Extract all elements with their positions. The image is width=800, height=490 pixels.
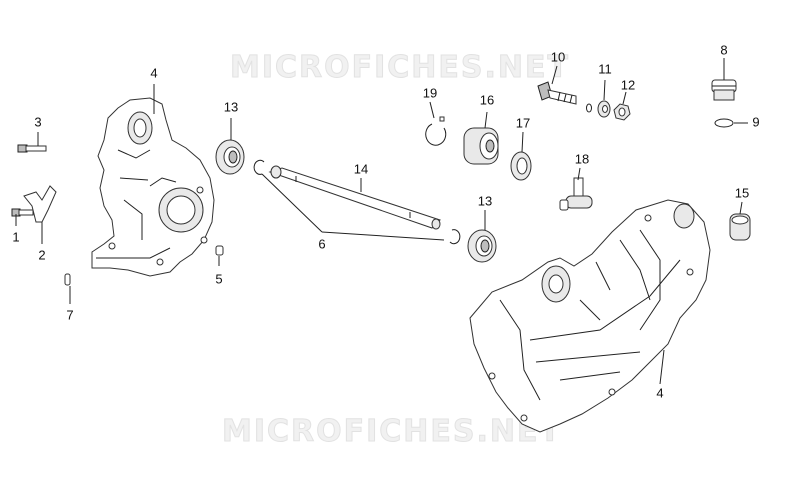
part-3-stud — [17, 144, 47, 153]
part-14-shaft — [268, 165, 441, 230]
callout-14: 14 — [354, 161, 368, 176]
part-13-bearing-upper — [215, 139, 245, 175]
part-6-circlips — [253, 159, 461, 245]
part-7-pin — [64, 273, 71, 286]
right-crankcase-half — [469, 199, 711, 433]
part-15-bushing — [729, 213, 751, 241]
part-13-bearing-lower — [467, 229, 497, 263]
callout-12: 12 — [621, 77, 635, 92]
callout-17: 17 — [516, 115, 530, 130]
callout-4-right: 4 — [656, 385, 663, 400]
callout-19: 19 — [423, 85, 437, 100]
part-10-bolt — [537, 81, 577, 105]
watermark-top: MICROFICHES.NET — [230, 50, 570, 85]
callout-16: 16 — [480, 92, 494, 107]
callout-13-lower: 13 — [478, 193, 492, 208]
part-1-bolt — [11, 208, 34, 217]
callout-8: 8 — [720, 42, 727, 57]
callouts: 1 2 3 4 5 6 7 8 9 10 11 12 13 13 14 15 1… — [12, 42, 759, 400]
leader-lines — [15, 58, 748, 385]
part-2-fork — [23, 185, 57, 223]
callout-4-left: 4 — [150, 65, 157, 80]
left-crankcase-half — [91, 97, 215, 277]
part-19-circlip — [425, 116, 447, 146]
callout-18: 18 — [575, 151, 589, 166]
part-16-bearing — [463, 127, 499, 165]
callout-10: 10 — [551, 49, 565, 64]
watermark-bottom: MICROFICHES.NET — [222, 414, 562, 449]
callout-7: 7 — [66, 307, 73, 322]
callout-11: 11 — [598, 61, 612, 76]
part-12-nut — [613, 103, 631, 121]
part-17-seal — [510, 151, 532, 181]
callout-13-upper: 13 — [224, 99, 238, 114]
callout-2: 2 — [38, 247, 45, 262]
part-11-washer — [586, 100, 611, 118]
part-9-oring — [714, 118, 734, 128]
part-5-dowel — [215, 245, 224, 256]
callout-6: 6 — [318, 236, 325, 251]
callout-3: 3 — [34, 114, 41, 129]
callout-1: 1 — [12, 229, 19, 244]
part-18-fitting — [559, 177, 593, 211]
callout-5: 5 — [215, 271, 222, 286]
callout-9: 9 — [752, 114, 759, 129]
callout-15: 15 — [735, 185, 749, 200]
part-8-plug — [711, 79, 737, 101]
